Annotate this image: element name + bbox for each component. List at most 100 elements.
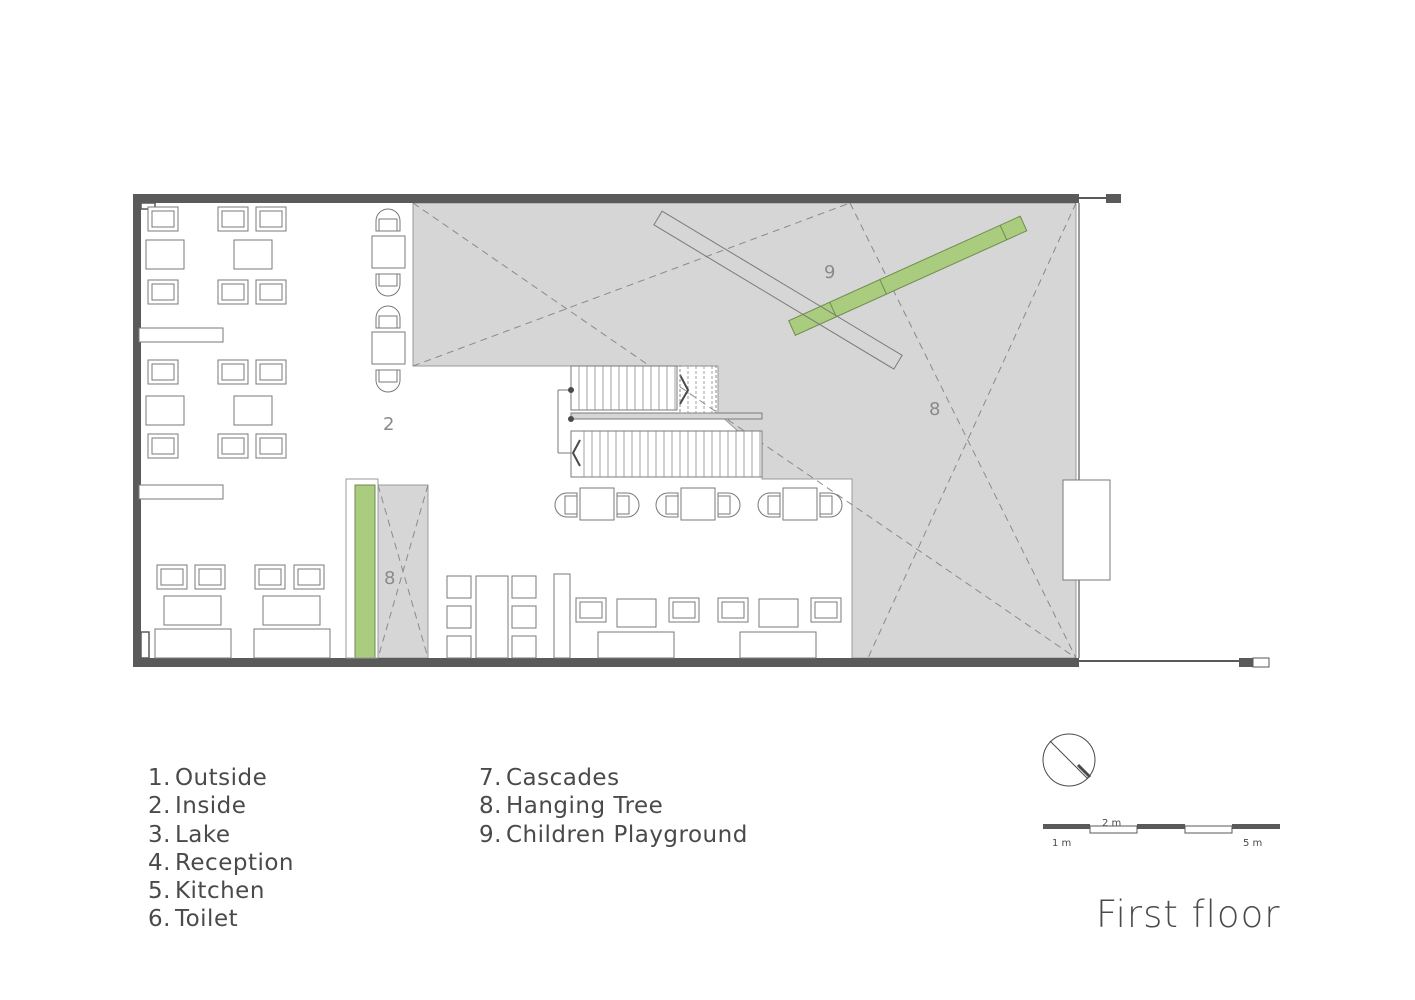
legend-label: Hanging Tree: [505, 793, 664, 820]
legend-item: 7.Cascades: [479, 764, 748, 792]
wall-left: [133, 194, 141, 667]
scale-bar: 1 m 2 m 5 m: [1043, 818, 1280, 849]
chair-seat: [221, 363, 245, 381]
label-hanging-tree-small: 8: [384, 568, 395, 589]
round-chair: [375, 273, 401, 297]
table: [233, 395, 273, 426]
table: [758, 598, 799, 628]
partitions: [138, 327, 571, 659]
chair-seat: [221, 437, 245, 455]
stool: [511, 605, 537, 629]
furniture: [145, 206, 843, 659]
chair-seat: [297, 568, 321, 586]
scale-label-mid: 2 m: [1102, 818, 1121, 829]
stool: [446, 635, 472, 659]
round-chair: [717, 492, 741, 518]
planter-diagonal: [788, 215, 1028, 336]
chair-seat: [814, 601, 838, 619]
table: [371, 235, 406, 269]
round-chair-seat: [378, 369, 398, 383]
label-playground: 9: [824, 262, 835, 283]
wall-top: [133, 194, 1079, 203]
chair-seat: [221, 283, 245, 301]
round-chair-seat: [378, 315, 398, 329]
legend-number: 1.: [148, 765, 171, 791]
sofa: [739, 631, 817, 659]
stair-treads: [578, 366, 761, 477]
chair-seat: [151, 283, 175, 301]
chair-seat: [258, 568, 282, 586]
north-arrow-icon: [1042, 733, 1096, 787]
sofa: [154, 628, 232, 659]
planter-vertical: [354, 484, 376, 659]
stool: [511, 575, 537, 599]
legend-number: 4.: [148, 849, 171, 876]
wall-bottom: [133, 658, 1079, 667]
stair-landing: [679, 365, 717, 414]
chair-seat: [221, 210, 245, 228]
wall-bottom-cap: [1239, 658, 1253, 667]
round-chair: [757, 492, 781, 518]
stair-arrows: [568, 374, 690, 467]
legend-label: Reception: [174, 849, 295, 876]
chair-seat: [259, 210, 283, 228]
legend-label: Outside: [174, 765, 268, 791]
legend-item: 8.Hanging Tree: [479, 792, 748, 820]
chair-seat: [160, 568, 184, 586]
legend-number: 2.: [148, 793, 171, 820]
round-chair-seat: [767, 495, 781, 515]
legend-number: 6.: [148, 906, 171, 933]
wall-bottom-ext: [1079, 660, 1241, 662]
round-chair-seat: [378, 273, 398, 287]
round-chair: [375, 208, 401, 232]
table: [145, 395, 185, 426]
legend-number: 8.: [479, 793, 502, 820]
legend-item: 6.Toilet: [148, 905, 294, 933]
chair-seat: [672, 601, 696, 619]
round-chair: [375, 369, 401, 393]
wall-top-ext: [1079, 197, 1109, 199]
chair-seat: [259, 437, 283, 455]
chair-seat: [259, 363, 283, 381]
chair-seat: [151, 210, 175, 228]
round-chair: [375, 305, 401, 329]
legend-label: Cascades: [505, 765, 620, 791]
chair-seat: [151, 437, 175, 455]
legend-item: 2.Inside: [148, 792, 294, 820]
table: [371, 331, 406, 365]
legend-item: 4.Reception: [148, 849, 294, 877]
wall-details: [140, 202, 156, 659]
round-chair-seat: [616, 495, 630, 515]
round-chair-seat: [378, 218, 398, 232]
round-chair-seat: [717, 495, 731, 515]
drawing-title: First floor: [1096, 893, 1281, 936]
table: [262, 595, 321, 626]
scale-label-right: 5 m: [1243, 838, 1262, 849]
table: [163, 595, 222, 626]
legend-item: 3.Lake: [148, 821, 294, 849]
round-chair: [655, 492, 679, 518]
chair-seat: [579, 601, 603, 619]
table: [782, 487, 818, 521]
stool: [446, 605, 472, 629]
legend-item: 5.Kitchen: [148, 877, 294, 905]
wall-bottom-end: [1252, 657, 1270, 668]
bar-counter: [475, 575, 509, 659]
label-hanging-tree-main: 8: [929, 399, 940, 420]
round-chair-seat: [665, 495, 679, 515]
legend-label: Toilet: [174, 906, 239, 933]
round-chair-seat: [564, 495, 578, 515]
round-chair: [616, 492, 640, 518]
chair-seat: [151, 363, 175, 381]
table: [233, 239, 273, 270]
legend-label: Children Playground: [505, 821, 748, 848]
round-chair: [819, 492, 843, 518]
legend-label: Inside: [174, 793, 247, 820]
chair-seat: [198, 568, 222, 586]
facade-opening: [1062, 479, 1111, 581]
scale-label-left: 1 m: [1052, 838, 1071, 849]
chair-seat: [721, 601, 745, 619]
